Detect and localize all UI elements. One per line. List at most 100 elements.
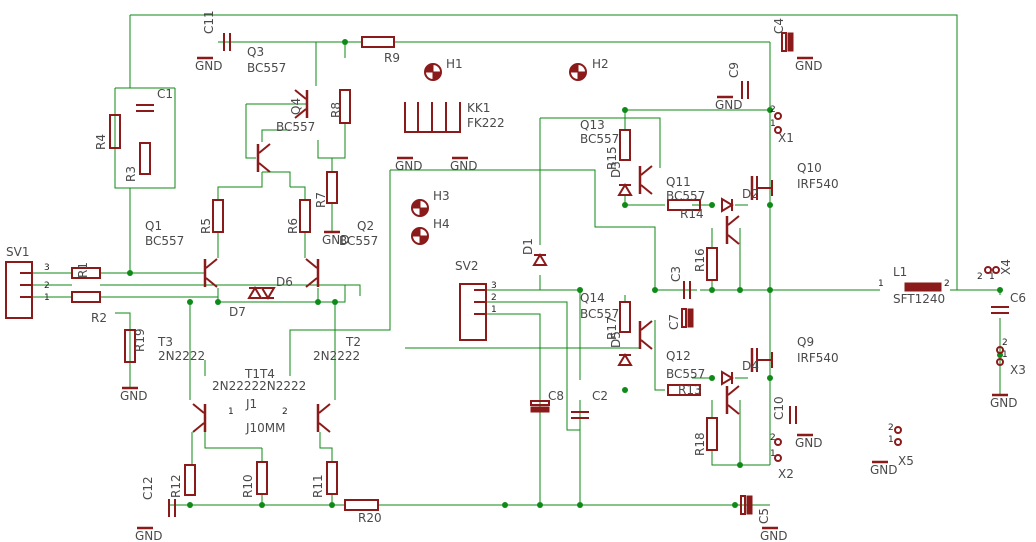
terminal bbox=[774, 438, 782, 446]
component-label: C11 bbox=[202, 10, 216, 34]
mount-hole-fill bbox=[424, 63, 434, 73]
diode-body bbox=[260, 287, 276, 300]
component-label: D4 bbox=[742, 359, 759, 373]
component-label: R3 bbox=[124, 166, 138, 182]
transistor-lead bbox=[192, 403, 205, 414]
ground-label: GND bbox=[135, 529, 163, 542]
transistor-lead bbox=[294, 108, 307, 119]
component-label: R17 bbox=[605, 316, 619, 340]
resistor bbox=[139, 142, 151, 175]
transistor-lead bbox=[258, 162, 271, 173]
component-label: H1 bbox=[446, 57, 463, 71]
component-label: Q4 bbox=[289, 98, 303, 115]
junction bbox=[332, 299, 338, 305]
electrolytic-plate bbox=[746, 495, 753, 515]
connector-sv1 bbox=[5, 261, 33, 319]
component-label: C6 bbox=[1010, 291, 1026, 305]
ground-label: GND bbox=[795, 436, 823, 450]
component-label: D5 bbox=[609, 331, 623, 348]
wire bbox=[624, 195, 665, 206]
ground-label: GND bbox=[120, 389, 148, 403]
component-label: D2 bbox=[742, 187, 759, 201]
component-label: FK222 bbox=[467, 116, 505, 130]
junction bbox=[622, 107, 628, 113]
resistor bbox=[124, 329, 136, 363]
resistor bbox=[71, 291, 101, 303]
component-label: H4 bbox=[433, 217, 450, 231]
component-label: C8 bbox=[548, 389, 564, 403]
component-label: R1 bbox=[76, 262, 90, 278]
component-label: BC557 bbox=[247, 61, 286, 75]
transistor-lead bbox=[640, 184, 653, 195]
pin-number: 2 bbox=[977, 272, 983, 282]
wire bbox=[245, 104, 256, 159]
component-label: R14 bbox=[680, 207, 704, 221]
transistor-lead bbox=[205, 277, 218, 288]
wire bbox=[711, 450, 740, 466]
junction bbox=[709, 375, 715, 381]
pin-number: 3 bbox=[44, 263, 50, 273]
component-label: L1 bbox=[893, 265, 907, 279]
component-label: BC557 bbox=[145, 234, 184, 248]
component-label: Q1 bbox=[145, 219, 162, 233]
component-label: C4 bbox=[772, 18, 786, 34]
component-label: R6 bbox=[286, 218, 300, 234]
wire bbox=[114, 88, 176, 189]
junction bbox=[215, 299, 221, 305]
junction bbox=[767, 202, 773, 208]
pin-number: 1 bbox=[878, 279, 884, 289]
junction bbox=[767, 107, 773, 113]
terminal bbox=[984, 266, 992, 274]
transistor-lead bbox=[727, 385, 740, 396]
terminal bbox=[894, 426, 902, 434]
diode-body bbox=[617, 353, 633, 366]
transistor-lead bbox=[640, 339, 653, 350]
transistor-lead bbox=[205, 258, 218, 269]
transistor-lead bbox=[192, 422, 205, 433]
mount-hole-fill bbox=[411, 199, 421, 209]
component-label: 2N2222 bbox=[158, 349, 205, 363]
component-label: J10MM bbox=[245, 421, 286, 435]
component-label: BC557 bbox=[580, 132, 619, 146]
wire bbox=[319, 432, 333, 462]
component-label: R9 bbox=[384, 51, 400, 65]
electrolytic-plate bbox=[681, 308, 687, 328]
component-label: R16 bbox=[693, 248, 707, 272]
component-label: Q14 bbox=[580, 291, 605, 305]
wire bbox=[540, 117, 661, 168]
component-label: T3 bbox=[157, 335, 173, 349]
component-label: Q2 bbox=[357, 219, 374, 233]
junction bbox=[652, 287, 658, 293]
resistor bbox=[619, 301, 631, 333]
pin-number: 2 bbox=[770, 433, 776, 443]
electrolytic-plate bbox=[781, 32, 787, 52]
component-label: SFT1240 bbox=[893, 292, 945, 306]
terminal bbox=[996, 346, 1004, 354]
component-label: C12 bbox=[141, 476, 155, 500]
pin-number: 2 bbox=[1002, 338, 1008, 348]
transistor-lead bbox=[305, 258, 318, 269]
component-label: BC557 bbox=[580, 307, 619, 321]
wire bbox=[129, 188, 205, 274]
junction bbox=[709, 287, 715, 293]
resistor bbox=[667, 384, 701, 396]
electrolytic-plate bbox=[787, 32, 794, 52]
resistor bbox=[184, 464, 196, 496]
component-label: R5 bbox=[199, 218, 213, 234]
pin-number: 1 bbox=[1002, 350, 1008, 360]
diode-body bbox=[721, 370, 734, 386]
transistor-lead bbox=[305, 277, 318, 288]
transistor-lead bbox=[727, 234, 740, 245]
wires bbox=[32, 14, 1003, 508]
junction bbox=[622, 387, 628, 393]
transistor-lead bbox=[727, 215, 740, 226]
component-label: R2 bbox=[91, 311, 107, 325]
wire bbox=[289, 170, 391, 376]
pin-number: 1 bbox=[770, 119, 776, 129]
wire bbox=[654, 320, 665, 391]
ground-label: GND bbox=[760, 529, 788, 542]
component-label: X3 bbox=[1010, 363, 1026, 377]
transistor-lead bbox=[258, 143, 271, 154]
component-label: BC557 bbox=[276, 120, 315, 134]
